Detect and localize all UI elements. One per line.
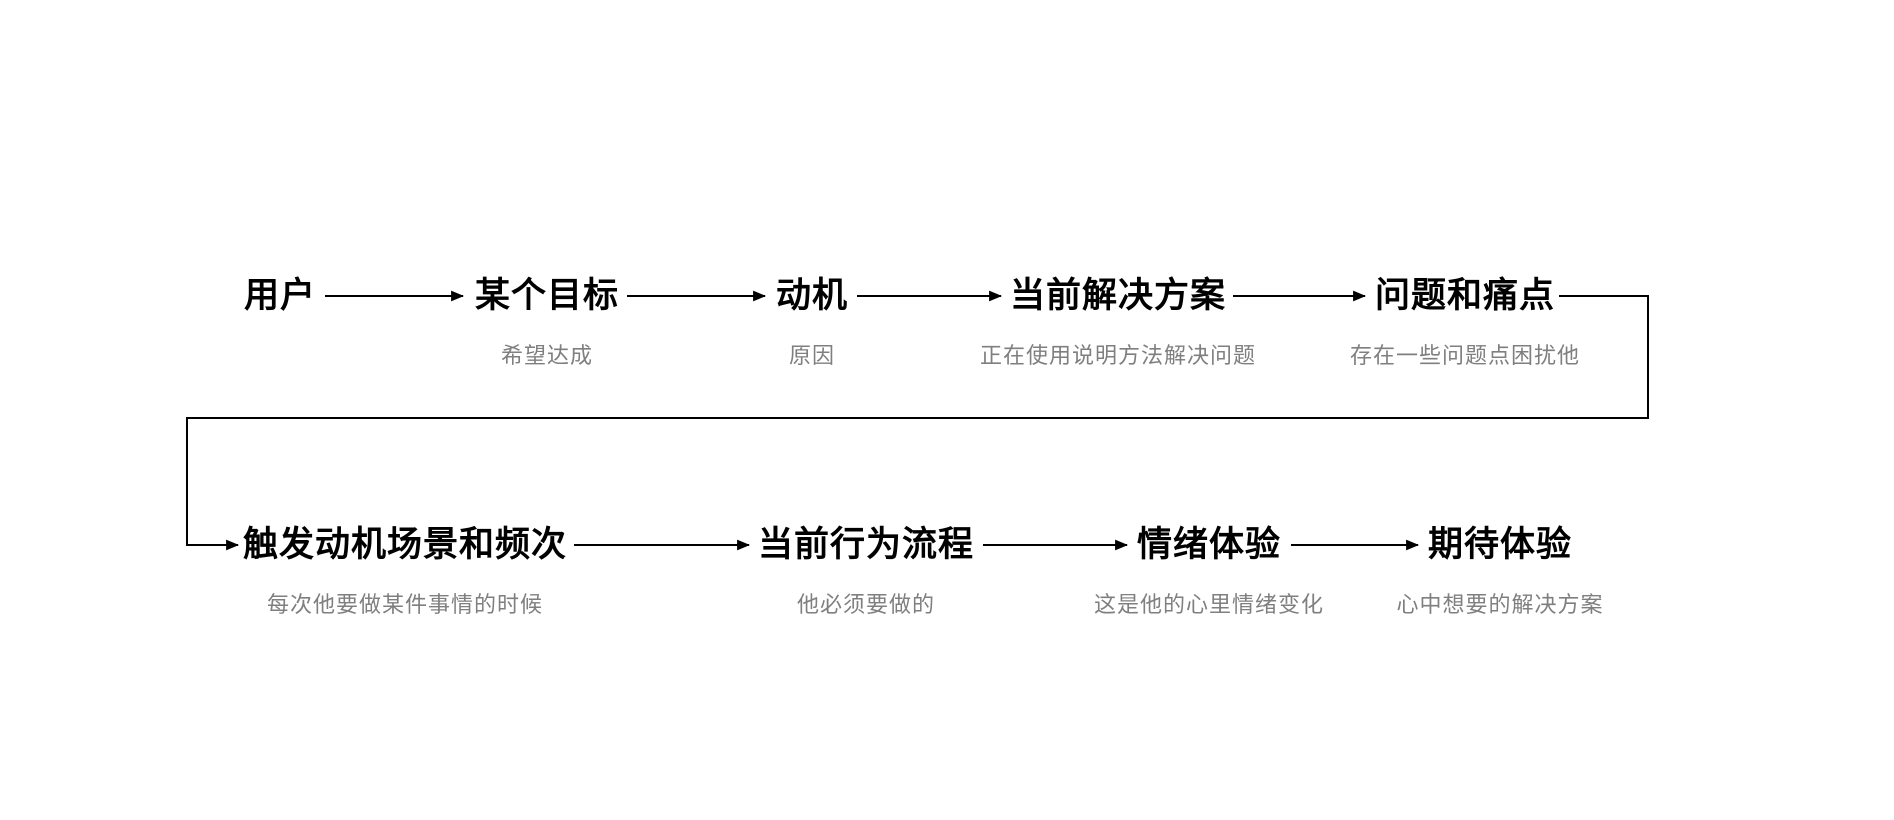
node-motivation-subtitle: 原因	[788, 343, 836, 368]
node-motivation[interactable]: 动机 原因	[776, 273, 848, 371]
node-goal-subtitle: 希望达成	[500, 343, 594, 368]
node-current-behavior-flow-title: 当前行为流程	[757, 525, 975, 564]
node-expected-experience-subtitle: 心中想要的解决方案	[1396, 592, 1604, 617]
connector-wrap-line	[186, 295, 1649, 551]
node-user-title: 用户	[243, 276, 317, 315]
node-emotional-experience-title: 情绪体验	[1136, 525, 1282, 564]
node-current-solution-subtitle: 正在使用说明方法解决问题	[979, 343, 1257, 368]
node-motivation-title: 动机	[775, 276, 849, 315]
node-pain-points-title: 问题和痛点	[1374, 276, 1556, 315]
node-emotional-experience[interactable]: 情绪体验 这是他的心里情绪变化	[1094, 522, 1324, 620]
node-trigger-scenario-frequency-subtitle: 每次他要做某件事情的时候	[266, 592, 544, 617]
node-goal[interactable]: 某个目标 希望达成	[475, 273, 619, 371]
node-current-solution[interactable]: 当前解决方案 正在使用说明方法解决问题	[980, 273, 1256, 371]
node-emotional-experience-subtitle: 这是他的心里情绪变化	[1093, 592, 1325, 617]
node-current-behavior-flow-subtitle: 他必须要做的	[796, 592, 936, 617]
node-current-behavior-flow[interactable]: 当前行为流程 他必须要做的	[758, 522, 974, 620]
node-user[interactable]: 用户	[244, 273, 316, 319]
node-trigger-scenario-frequency[interactable]: 触发动机场景和频次 每次他要做某件事情的时候	[243, 522, 567, 620]
node-expected-experience[interactable]: 期待体验 心中想要的解决方案	[1396, 522, 1603, 620]
node-goal-title: 某个目标	[474, 276, 620, 315]
node-current-solution-title: 当前解决方案	[1009, 276, 1227, 315]
node-pain-points-subtitle: 存在一些问题点困扰他	[1349, 343, 1581, 368]
node-pain-points[interactable]: 问题和痛点 存在一些问题点困扰他	[1350, 273, 1580, 371]
node-trigger-scenario-frequency-title: 触发动机场景和频次	[242, 525, 568, 564]
node-expected-experience-title: 期待体验	[1427, 525, 1573, 564]
